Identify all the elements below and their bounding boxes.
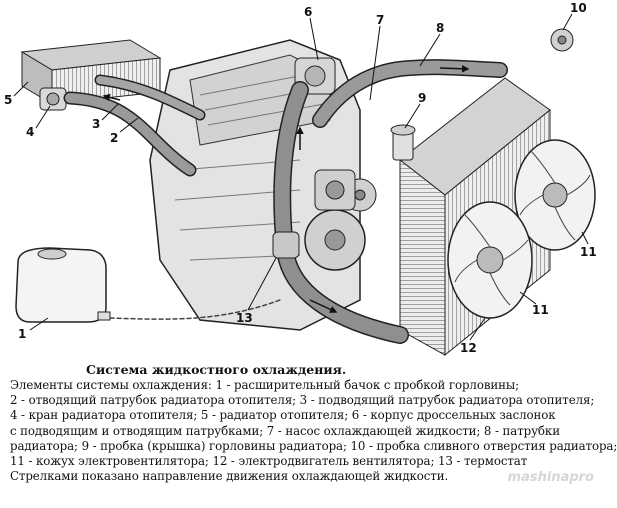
- callout-12: 12: [460, 341, 477, 355]
- heater-valve: [39, 87, 67, 111]
- callout-11-left: 11: [532, 303, 549, 317]
- figure-caption: Система жидкостного охлаждения. Элементы…: [10, 360, 617, 484]
- watermark: mashinapro: [507, 470, 594, 485]
- callout-10: 10: [570, 1, 587, 15]
- callout-11-right: 11: [580, 245, 597, 259]
- caption-line: Элементы системы охлаждения: 1 - расшири…: [10, 378, 520, 392]
- caption-line: 4 - кран радиатора отопителя; 5 - радиат…: [10, 408, 556, 423]
- expansion-tank: [15, 247, 111, 323]
- fan-shroud-right: [514, 139, 596, 251]
- callout-13: 13: [236, 311, 253, 325]
- caption-title: Система жидкостного охлаждения.: [86, 362, 347, 377]
- caption-body: Элементы системы охлаждения: 1 - расшири…: [10, 378, 617, 484]
- callout-leaders: [13, 13, 589, 341]
- callout-5: 5: [4, 93, 12, 107]
- flow-arrows: [102, 65, 470, 313]
- callout-6: 6: [304, 5, 312, 19]
- caption-line: 11 - кожух электровентилятора; 12 - элек…: [10, 454, 528, 469]
- callout-4: 4: [26, 125, 34, 139]
- caption-line: радиатора; 9 - пробка (крышка) горловины…: [10, 438, 617, 453]
- caption-line: Стрелками показано направление движения …: [10, 469, 449, 484]
- callout-labels: 1 2 3 4 5 6 7 8 9 10 11 11 12 13: [4, 1, 597, 355]
- callout-7: 7: [376, 13, 384, 27]
- callout-3: 3: [92, 117, 100, 131]
- radiator-filler-cap: [390, 124, 416, 161]
- caption-line: с подводящим и отводящим патрубками; 7 -…: [10, 423, 560, 438]
- callout-9: 9: [418, 91, 426, 105]
- cooling-system-illustration: 1 2 3 4 5 6 7 8 9 10 11 11 12 13: [4, 1, 597, 357]
- fan-shroud-left: [447, 201, 533, 319]
- callout-8: 8: [436, 21, 444, 35]
- coolant-pump: [314, 169, 356, 211]
- thermostat: [272, 231, 300, 259]
- caption-line: 2 - отводящий патрубок радиатора отопите…: [10, 393, 595, 408]
- callout-1: 1: [18, 327, 26, 341]
- callout-2: 2: [110, 131, 118, 145]
- drain-plug: [550, 28, 574, 52]
